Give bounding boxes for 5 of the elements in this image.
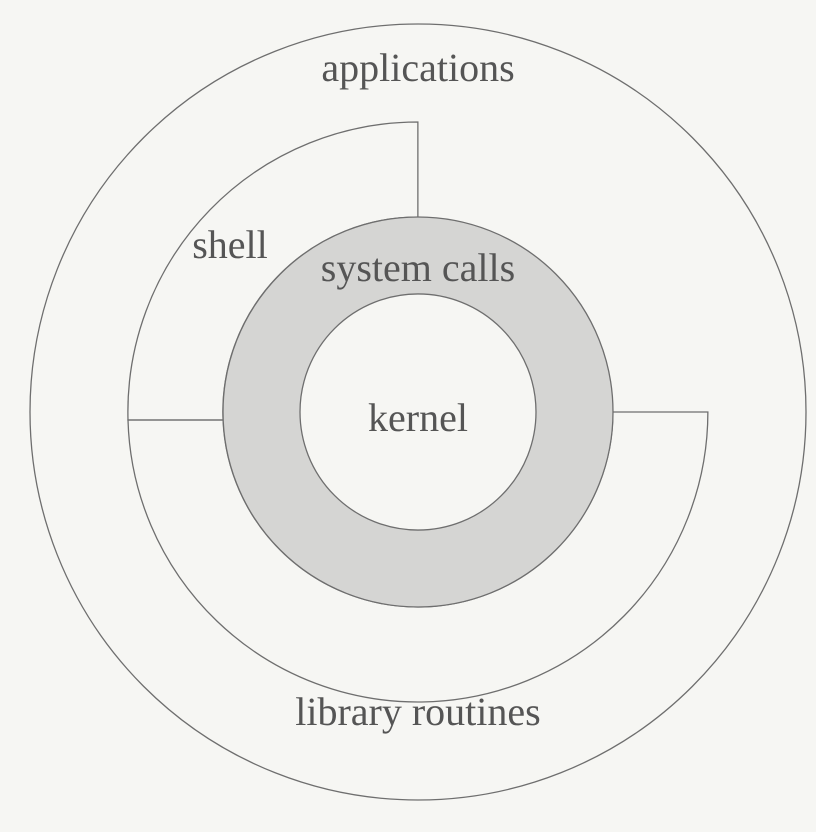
region-label: kernel <box>368 398 468 438</box>
region-label: applications <box>321 48 515 88</box>
region-label: system calls <box>320 248 516 288</box>
region-label: library routines <box>295 692 541 732</box>
region-label: shell <box>192 225 268 265</box>
